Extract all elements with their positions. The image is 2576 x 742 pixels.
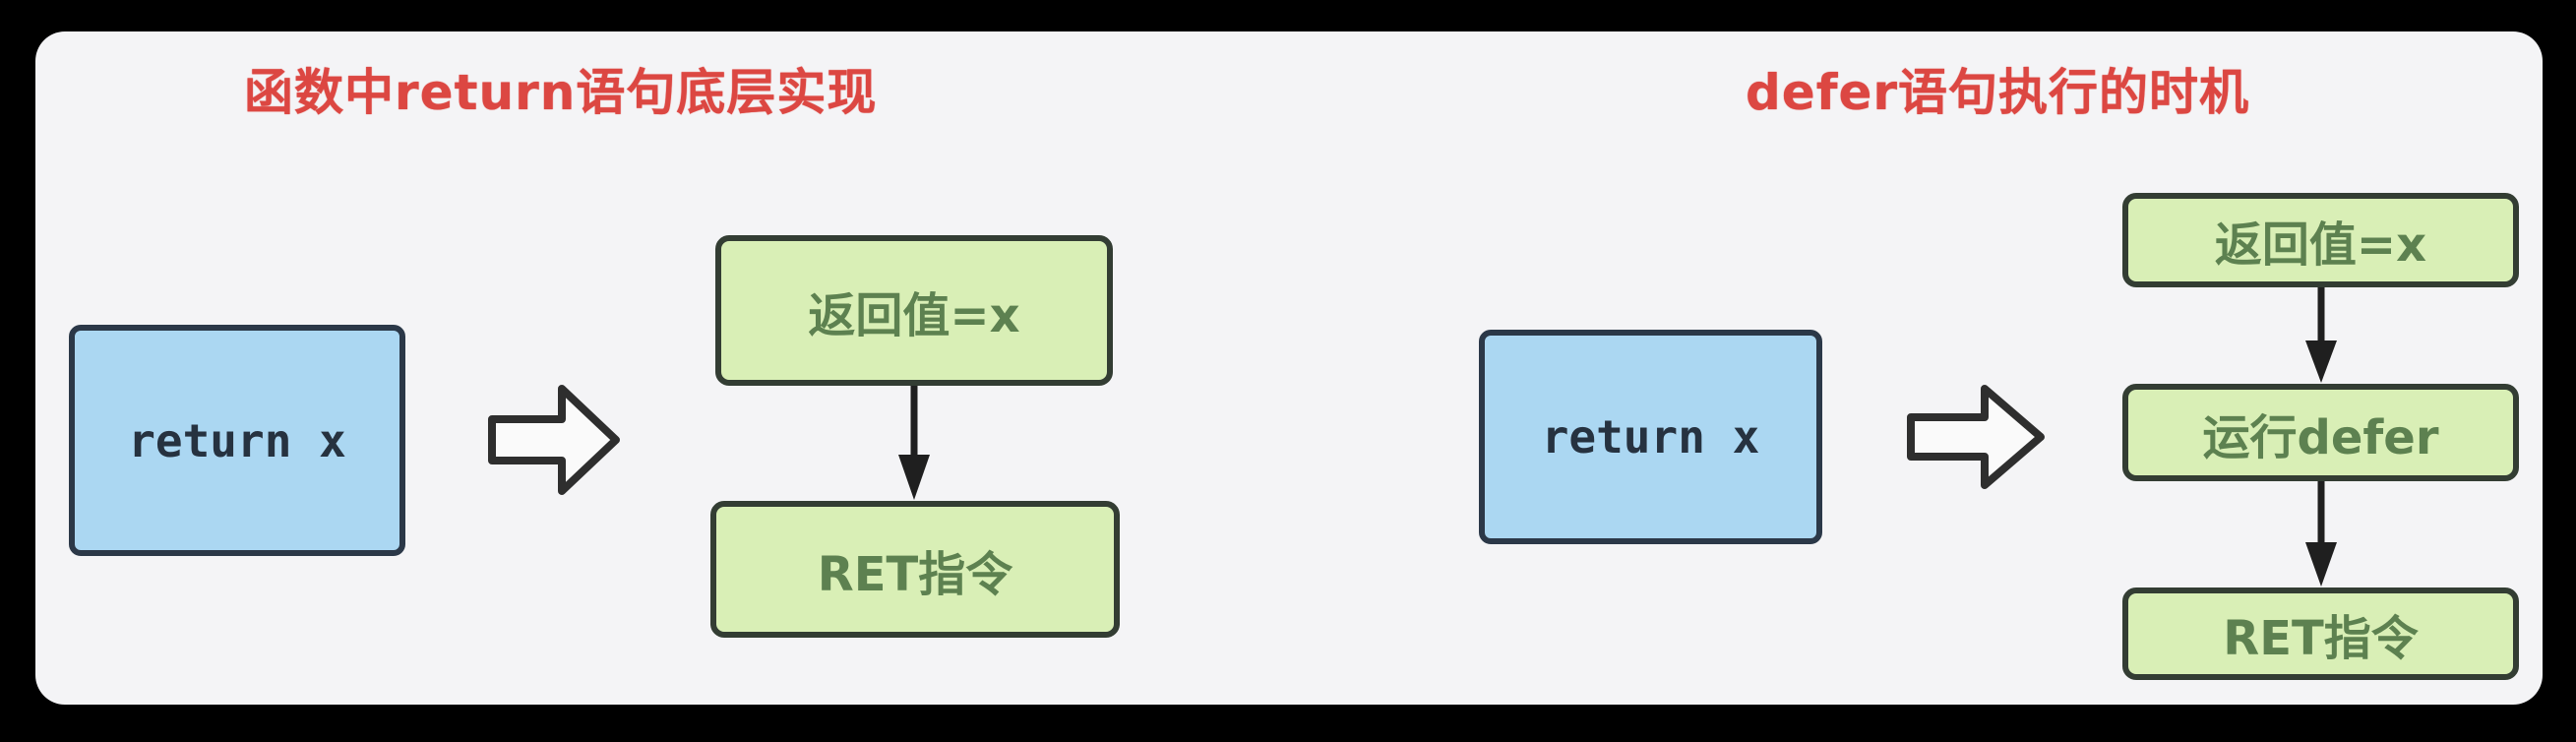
left-step-ret-instruction-box: RET指令: [710, 501, 1120, 638]
right-step-ret-instruction-box: RET指令: [2122, 587, 2519, 680]
left-step-return-value-label: 返回值=x: [808, 287, 1020, 343]
right-step-run-defer-box: 运行defer: [2122, 384, 2519, 481]
down-arrow-icon: [893, 386, 935, 501]
block-arrow-right-icon: [487, 381, 622, 499]
right-step-return-value-box: 返回值=x: [2122, 193, 2519, 287]
right-return-x-label: return x: [1541, 410, 1760, 464]
left-return-x-box: return x: [69, 325, 405, 556]
right-step-ret-instruction-label: RET指令: [2223, 611, 2419, 666]
left-diagram-title: 函数中return语句底层实现: [244, 64, 878, 121]
right-return-x-box: return x: [1479, 330, 1822, 544]
right-step-run-defer-label: 运行defer: [2202, 409, 2439, 465]
block-arrow-right-icon: [1906, 382, 2047, 492]
left-step-ret-instruction-label: RET指令: [817, 546, 1013, 602]
right-diagram-title: defer语句执行的时机: [1746, 64, 2250, 121]
down-arrow-icon: [2300, 481, 2342, 587]
right-step-return-value-label: 返回值=x: [2214, 217, 2427, 273]
left-return-x-label: return x: [128, 413, 346, 467]
down-arrow-icon: [2300, 287, 2342, 384]
left-step-return-value-box: 返回值=x: [715, 235, 1113, 386]
